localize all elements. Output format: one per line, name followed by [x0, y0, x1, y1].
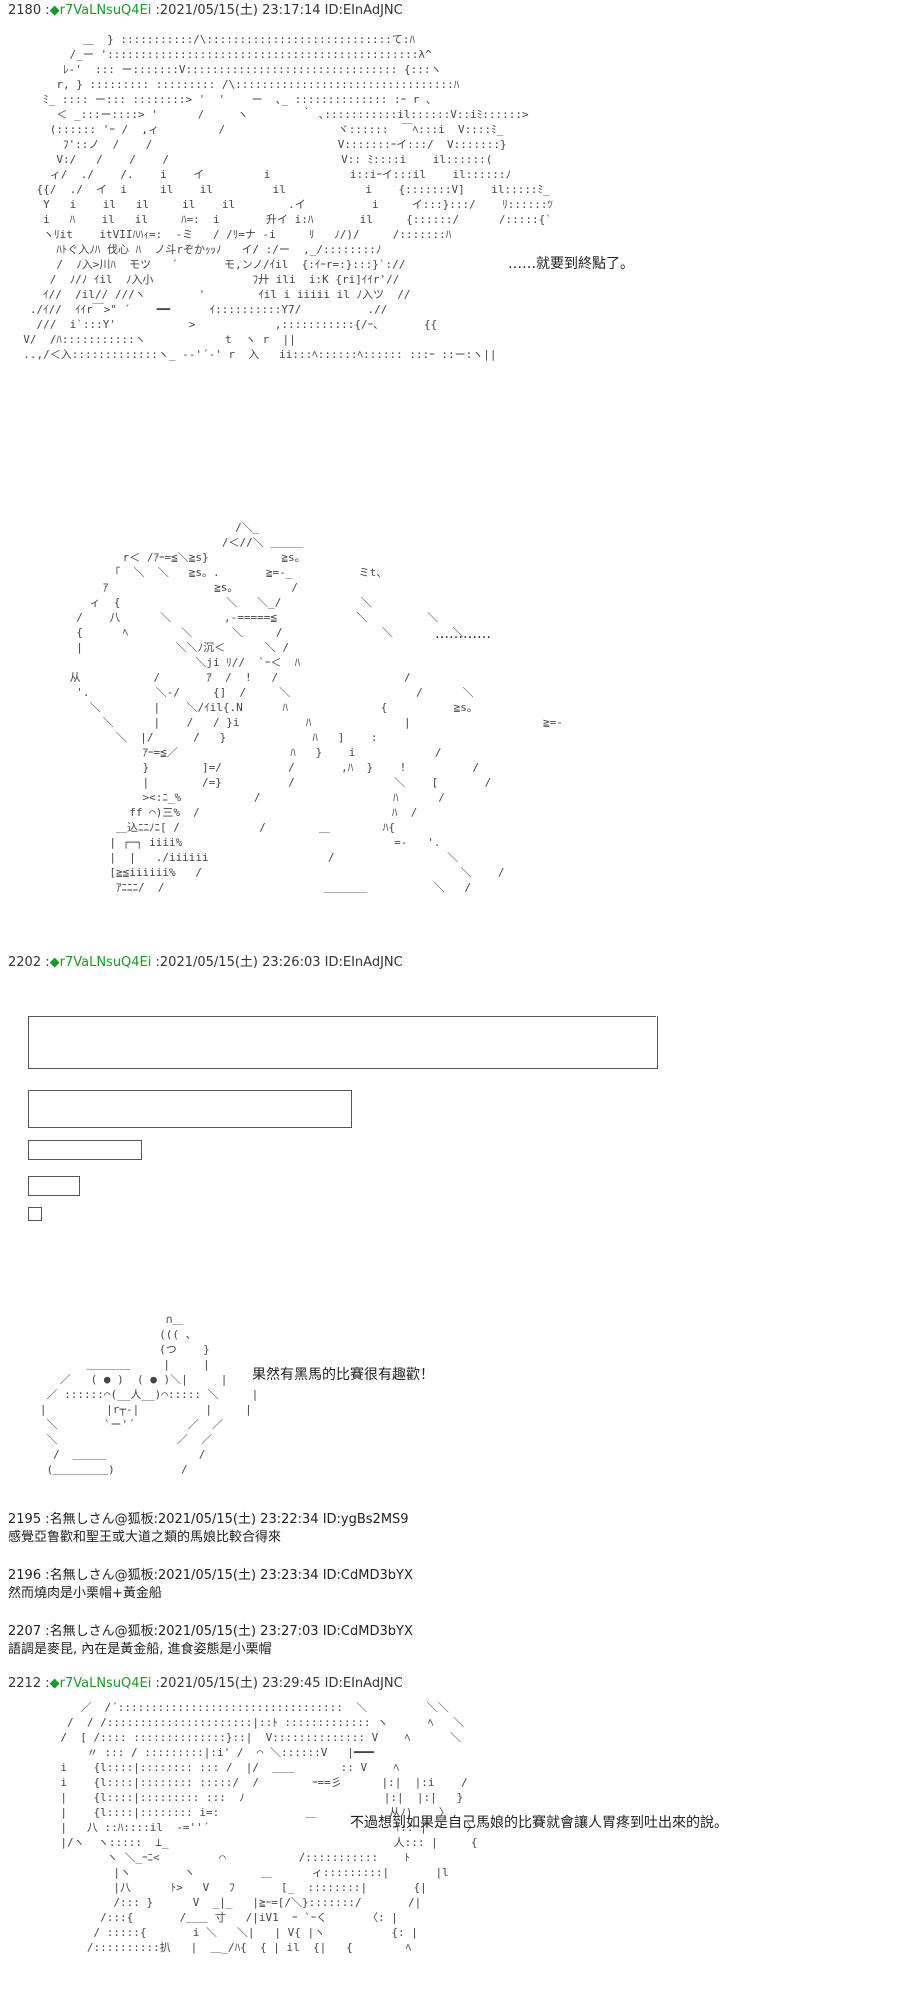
post-id[interactable]: ID:EInAdJNC — [324, 3, 403, 18]
speech-text-4: 不過想到如果是自己馬娘的比賽就會讓人胃疼到吐出來的說。 — [350, 1815, 728, 1831]
reply-body-2207: 語調是麥昆, 內在是黃金船, 進食姿態是小栗帽 — [8, 1642, 272, 1657]
tiny-empty-box — [28, 1207, 42, 1221]
medium-empty-box — [28, 1090, 352, 1128]
post-id[interactable]: ID:EInAdJNC — [324, 955, 403, 970]
post-header-2212: 2212 :◆r7VaLNsuQ4Ei :2021/05/15(土) 23:29… — [8, 1676, 403, 1691]
post-timestamp: 2021/05/15(土) 23:26:03 — [159, 955, 321, 970]
post-number: 2212 — [8, 1676, 42, 1691]
ascii-art-character-3: ∩＿ ((( 、 (つ } ＿＿＿＿ | | ／ ( ● ) ( ● )＼| |… — [39, 1313, 259, 1476]
trip-diamond-icon: ◆ — [49, 1676, 60, 1691]
post-header-2202: 2202 :◆r7VaLNsuQ4Ei :2021/05/15(土) 23:26… — [8, 955, 403, 970]
reply-body-2195: 感覺亞鲁歡和聖王或大道之類的馬娘比較合得來 — [8, 1530, 282, 1545]
post-timestamp: 2021/05/15(土) 23:29:45 — [159, 1676, 321, 1691]
poster-name[interactable]: r7VaLNsuQ4Ei — [59, 955, 152, 970]
post-timestamp: 2021/05/15(土) 23:17:14 — [159, 3, 321, 18]
speech-text-1: ……就要到終點了。 — [508, 256, 634, 272]
ascii-art-character-4: ／ /´:::::::::::::::::::::::::::::::::: ＼… — [60, 1701, 478, 1954]
speech-text-2: ………… — [435, 626, 491, 642]
reply-header-2196: 2196 :名無しさん@狐板:2021/05/15(土) 23:23:34 ID… — [8, 1568, 413, 1583]
poster-name[interactable]: r7VaLNsuQ4Ei — [59, 3, 152, 18]
large-empty-box — [28, 1016, 658, 1069]
post-header-2180: 2180 :◆r7VaLNsuQ4Ei :2021/05/15(土) 23:17… — [8, 3, 403, 18]
ascii-art-character-2: /＼_ /＜//＼ ＿＿＿ r＜ /ｱｰ=≦＼≧s} ≧s。 「 ＼ ＼ ≧s。… — [69, 521, 563, 894]
post-id[interactable]: ID:EInAdJNC — [324, 1676, 403, 1691]
speech-text-3: 果然有黑馬的比賽很有趣歡！ — [252, 1367, 434, 1383]
reply-body-2196: 然而燒肉是小栗帽+黃金船 — [8, 1586, 162, 1601]
trip-diamond-icon: ◆ — [49, 955, 60, 970]
small-empty-box — [28, 1140, 142, 1160]
reply-header-2207: 2207 :名無しさん@狐板:2021/05/15(土) 23:27:03 ID… — [8, 1624, 413, 1639]
smaller-empty-box — [28, 1176, 80, 1196]
box-outline-top — [28, 1016, 656, 1017]
poster-name[interactable]: r7VaLNsuQ4Ei — [59, 1676, 152, 1691]
post-number: 2180 — [8, 3, 42, 18]
ascii-art-character-1: ＿ } :::::::::::/\:::::::::::::::::::::::… — [23, 33, 553, 361]
post-number: 2202 — [8, 955, 42, 970]
reply-header-2195: 2195 :名無しさん@狐板:2021/05/15(土) 23:22:34 ID… — [8, 1512, 409, 1527]
trip-diamond-icon: ◆ — [49, 3, 60, 18]
